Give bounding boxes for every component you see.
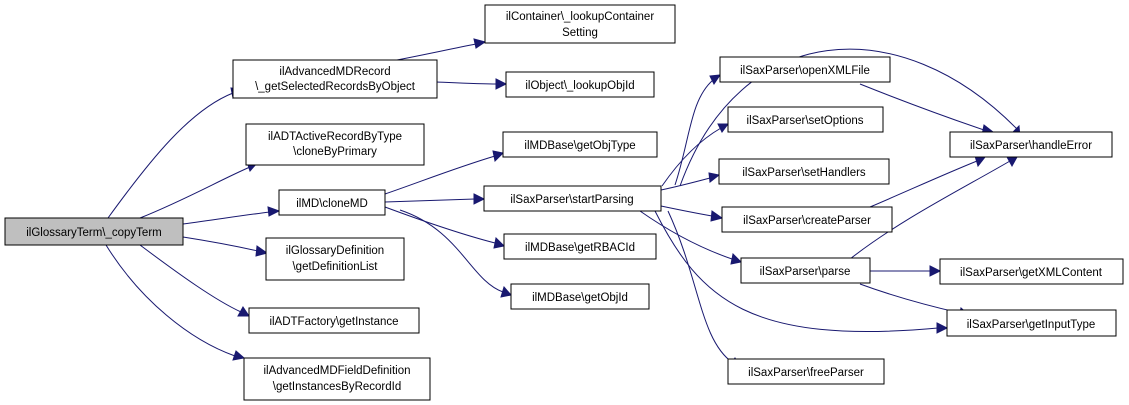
- node-getinstance-label: ilADTFactory\getInstance: [269, 316, 398, 328]
- edge-startparsing-to-getinputtype: [654, 210, 949, 334]
- node-setoptions-label: ilSaxParser\setOptions: [747, 115, 864, 127]
- node-getinputtype-label: ilSaxParser\getInputType: [967, 319, 1096, 331]
- node-getrbacid-label: ilMDBase\getRBACId: [525, 242, 635, 254]
- node-openxmlfile-label: ilSaxParser\openXMLFile: [740, 65, 870, 77]
- node-getselectedrecordsbyobject-label-line1: ilAdvancedMDRecord: [279, 66, 390, 78]
- edge-startparsing-to-setoptions: [661, 123, 729, 187]
- node-openxmlfile[interactable]: ilSaxParser\openXMLFile: [719, 56, 891, 83]
- edge-startparsing-to-openxmlfile: [674, 74, 722, 186]
- edge-startparsing-to-parse: [639, 210, 743, 265]
- node-copyterm[interactable]: ilGlossaryTerm\_copyTerm: [4, 217, 184, 246]
- edge-clonemd-to-startparsing: [384, 193, 486, 205]
- edge-copyterm-to-clonebyprimary: [139, 161, 259, 219]
- edge-copyterm-to-getinstancesbyrecordid: [105, 244, 246, 361]
- node-getobjtype[interactable]: ilMDBase\getObjType: [502, 131, 658, 158]
- edge-startparsing-to-setHandlers: [660, 172, 721, 191]
- edge-clonemd-to-getobjtype: [384, 150, 505, 195]
- node-freeparser-label: ilSaxParser\freeParser: [748, 367, 864, 379]
- node-createparser-label: ilSaxParser\createParser: [743, 215, 871, 227]
- node-getinstance[interactable]: ilADTFactory\getInstance: [248, 307, 420, 334]
- node-lookupcontainersetting-label-line1: ilContainer\_lookupContainer: [506, 11, 654, 23]
- node-clonemd-label: ilMD\cloneMD: [296, 198, 368, 210]
- edge-getselectedrecords-to-lookupobjid: [436, 78, 508, 90]
- node-parse[interactable]: ilSaxParser\parse: [740, 257, 871, 284]
- node-handleerror[interactable]: ilSaxParser\handleError: [949, 131, 1113, 158]
- edge-copyterm-to-getdefinitionlist: [182, 236, 269, 257]
- node-parse-label: ilSaxParser\parse: [760, 266, 851, 278]
- node-getdefinitionlist[interactable]: ilGlossaryDefinition \getDefinitionList: [265, 237, 405, 281]
- node-getxmlcontent-label: ilSaxParser\getXMLContent: [960, 267, 1103, 279]
- node-getselectedrecordsbyobject[interactable]: ilAdvancedMDRecord \_getSelectedRecordsB…: [232, 59, 438, 99]
- edge-startparsing-to-freeparser: [667, 210, 742, 369]
- edge-copyterm-to-getselectedrecords: [107, 87, 243, 219]
- node-getrbacid[interactable]: ilMDBase\getRBACId: [503, 233, 657, 260]
- node-handleerror-label: ilSaxParser\handleError: [970, 140, 1092, 152]
- node-clonebyprimary[interactable]: ilADTActiveRecordByType \cloneByPrimary: [245, 123, 425, 166]
- node-clonebyprimary-label-line2: \cloneByPrimary: [293, 146, 377, 158]
- node-getobjid[interactable]: ilMDBase\getObjId: [510, 283, 650, 310]
- node-clonemd[interactable]: ilMD\cloneMD: [278, 189, 386, 216]
- node-lookupcontainersetting[interactable]: ilContainer\_lookupContainer Setting: [484, 4, 676, 44]
- node-getdefinitionlist-label-line1: ilGlossaryDefinition: [286, 245, 384, 257]
- node-getxmlcontent[interactable]: ilSaxParser\getXMLContent: [939, 258, 1124, 285]
- node-getobjid-label: ilMDBase\getObjId: [532, 292, 628, 304]
- edge-clonemd-to-getrbacid: [384, 206, 506, 249]
- node-getdefinitionlist-label-line2: \getDefinitionList: [292, 261, 378, 273]
- node-clonebyprimary-label-line1: ilADTActiveRecordByType: [268, 131, 402, 143]
- edge-clonemd-to-getobjid: [399, 209, 512, 298]
- edge-createparser-to-handleerror: [869, 155, 986, 208]
- node-getinstancesbyrecordid[interactable]: ilAdvancedMDFieldDefinition \getInstance…: [243, 357, 431, 401]
- node-startparsing-label: ilSaxParser\startParsing: [510, 194, 633, 206]
- node-copyterm-label: ilGlossaryTerm\_copyTerm: [26, 227, 161, 239]
- node-lookupobjid[interactable]: ilObject\_lookupObjId: [505, 71, 655, 98]
- edge-startparsing-to-createparser: [660, 205, 724, 222]
- node-getinstancesbyrecordid-label-line1: ilAdvancedMDFieldDefinition: [263, 365, 410, 377]
- node-sethandlers[interactable]: ilSaxParser\setHandlers: [718, 158, 890, 185]
- node-getobjtype-label: ilMDBase\getObjType: [524, 140, 635, 152]
- node-setoptions[interactable]: ilSaxParser\setOptions: [727, 106, 884, 133]
- node-getinputtype[interactable]: ilSaxParser\getInputType: [946, 309, 1117, 337]
- node-lookupobjid-label: ilObject\_lookupObjId: [525, 80, 634, 92]
- edge-copyterm-to-getinstance: [139, 244, 250, 317]
- edge-parse-to-getxmlcontent: [869, 265, 942, 277]
- node-lookupcontainersetting-label-line2: Setting: [562, 27, 598, 39]
- node-createparser[interactable]: ilSaxParser\createParser: [721, 206, 893, 233]
- edge-copyterm-to-clonemd: [182, 206, 281, 225]
- node-startparsing[interactable]: ilSaxParser\startParsing: [483, 185, 662, 212]
- node-getselectedrecordsbyobject-label-line2: \_getSelectedRecordsByObject: [255, 81, 416, 93]
- node-getinstancesbyrecordid-label-line2: \getInstancesByRecordId: [273, 381, 402, 393]
- node-sethandlers-label: ilSaxParser\setHandlers: [742, 167, 866, 179]
- node-freeparser[interactable]: ilSaxParser\freeParser: [727, 358, 885, 385]
